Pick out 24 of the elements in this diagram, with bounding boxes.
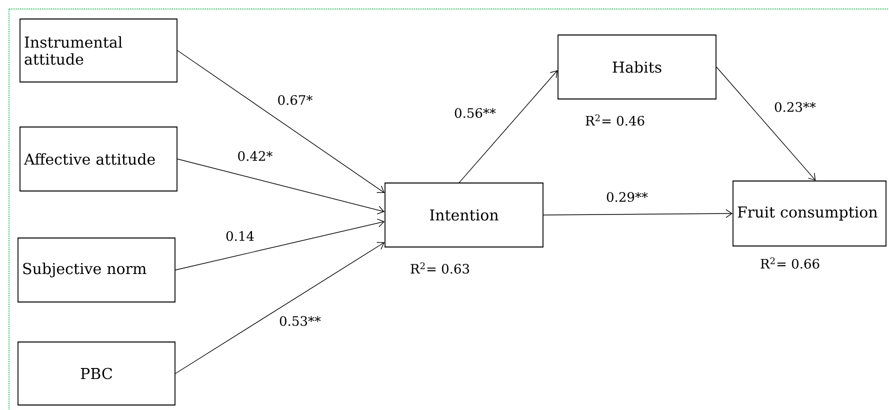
construct-box: Subjective norm (18, 238, 176, 302)
path-coefficient: 0.29** (605, 191, 649, 203)
arrow (175, 242, 385, 374)
path-coefficient: 0.42* (236, 150, 274, 162)
construct-box: Intention (384, 182, 544, 248)
path-coefficient: 0.67* (276, 94, 314, 106)
arrow (175, 218, 385, 270)
path-coefficient: 0.53** (278, 315, 322, 327)
arrow (177, 158, 385, 214)
r-squared-label: R$^{2}$= 0.46 (586, 114, 644, 126)
construct-box: Instrumental attitude (20, 18, 178, 82)
r-squared-label: R$^{2}$= 0.63 (410, 262, 470, 274)
r-squared-label: R$^{2}$= 0.66 (760, 257, 820, 269)
path-coefficient: 0.56** (453, 107, 497, 119)
arrow (543, 209, 733, 218)
construct-box: Habits (558, 34, 716, 100)
path-coefficient: 0.14 (224, 230, 256, 242)
arrow (716, 66, 816, 181)
arrow (177, 50, 385, 193)
path-coefficient: 0.23** (773, 101, 817, 113)
construct-box: Fruit consumption (732, 180, 886, 246)
construct-box: Affective attitude (20, 126, 178, 192)
construct-box: PBC (18, 342, 176, 406)
arrow (458, 70, 558, 183)
